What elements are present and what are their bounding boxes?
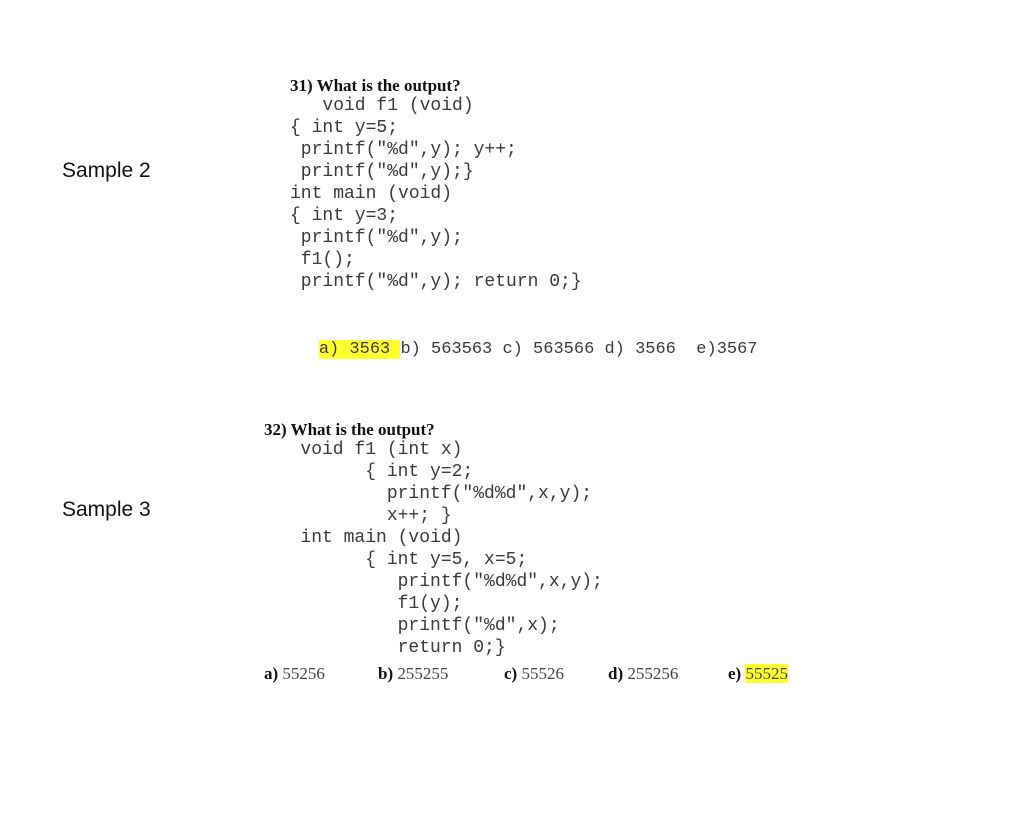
- highlighted-answer: a) 3563: [318, 340, 401, 359]
- code-line: void f1 (void): [290, 96, 474, 116]
- answer-option-b: b) 255255: [378, 663, 448, 685]
- option-key: d): [608, 664, 624, 683]
- option-value: 55256: [278, 664, 325, 683]
- highlighted-answer: 55525: [745, 664, 788, 683]
- code-line: f1(y);: [268, 594, 463, 614]
- code-line: printf("%d",y); y++;: [290, 140, 517, 160]
- sample-3-label: Sample 3: [62, 498, 151, 521]
- code-line: { int y=5, x=5;: [268, 550, 528, 570]
- code-line: int main (void): [268, 528, 463, 548]
- code-line: printf("%d",y);: [290, 228, 463, 248]
- code-line: printf("%d",x);: [268, 616, 560, 636]
- code-line: f1();: [290, 250, 355, 270]
- answer-option-a: a) 55256: [264, 663, 325, 685]
- code-line: return 0;}: [268, 638, 506, 658]
- slide: { "samples": { "sample2_label": "Sample …: [62, 76, 824, 685]
- option-value: 255255: [393, 664, 449, 683]
- code-line: printf("%d%d",x,y);: [268, 572, 603, 592]
- option-key: e): [728, 664, 742, 683]
- question-31-heading: 31) What is the output?: [290, 76, 461, 95]
- code-line: { int y=3;: [290, 206, 399, 226]
- code-line: printf("%d",y);}: [290, 162, 474, 182]
- option-key: a): [264, 664, 279, 683]
- option-value: 255256: [623, 664, 679, 683]
- option-value: 55526: [517, 664, 564, 683]
- code-line: x++; }: [268, 506, 452, 526]
- code-line: void f1 (int x): [268, 440, 463, 460]
- option-key: c): [504, 664, 518, 683]
- other-answers: b) 563563 c) 563566 d) 3566 e)3567: [400, 340, 758, 359]
- code-line: { int y=5;: [290, 118, 399, 138]
- code-line: int main (void): [290, 184, 453, 204]
- answer-option-e: e) 55525: [728, 663, 788, 685]
- code-line: { int y=2;: [268, 462, 474, 482]
- question-31-answers: a) 3563 b) 563563 c) 563566 d) 3566 e)35…: [278, 317, 758, 383]
- answer-option-c: c) 55526: [504, 663, 564, 685]
- option-key: b): [378, 664, 394, 683]
- answer-option-d: d) 255256: [608, 663, 678, 685]
- sample-2-label: Sample 2: [62, 159, 151, 182]
- question-32-answers: a) 55256 b) 255255 c) 55526 d) 255256 e)…: [264, 663, 824, 685]
- code-line: printf("%d",y); return 0;}: [290, 272, 582, 292]
- question-32-heading: 32) What is the output?: [264, 420, 435, 439]
- code-line: printf("%d%d",x,y);: [268, 484, 593, 504]
